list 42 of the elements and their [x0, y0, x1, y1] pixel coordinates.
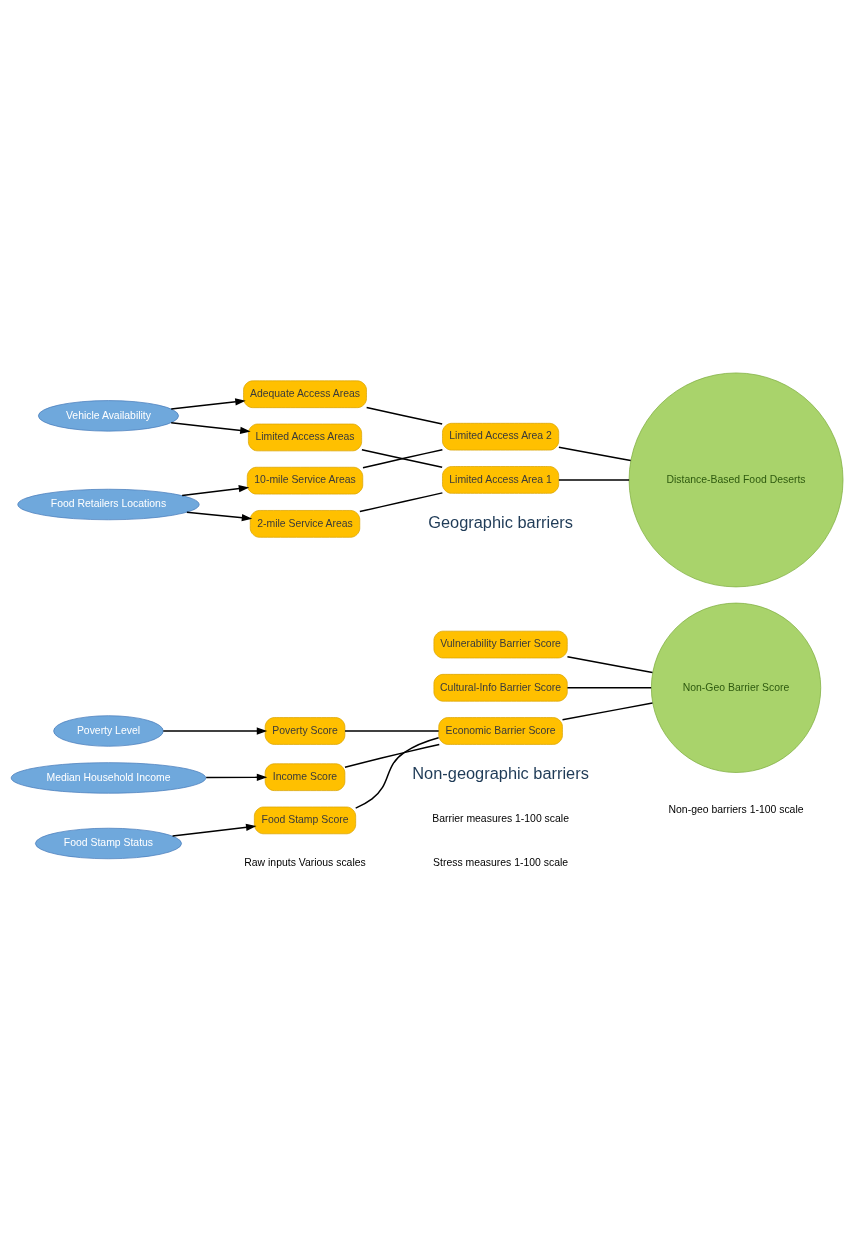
node-box: 2-mile Service Areas: [249, 509, 361, 538]
connector: [344, 729, 440, 732]
node-box: Limited Access Areas: [248, 423, 362, 451]
node-box: Food Stamp Score: [254, 806, 357, 834]
arrow: [170, 397, 246, 410]
node-box: 10-mile Service Areas: [246, 466, 364, 494]
node-ellipse: Food Retailers Locations: [17, 488, 200, 520]
node-box: Economic Barrier Score: [438, 716, 563, 745]
node-box: Adequate Access Areas: [243, 379, 367, 408]
connector: [344, 743, 440, 768]
node-ellipse: Vehicle Availability: [38, 399, 179, 431]
connector: [566, 655, 654, 673]
connector: [354, 736, 440, 809]
node-box: Cultural-Info Barrier Score: [433, 673, 568, 702]
arrow: [186, 510, 253, 521]
label: Non-geographic barriers: [412, 763, 589, 782]
node-circle: Distance-Based Food Deserts: [628, 372, 844, 587]
node-box: Limited Access Area 2: [442, 422, 560, 450]
label: Raw inputs Various scales: [244, 856, 366, 868]
node-box: Vulnerability Barrier Score: [433, 630, 568, 658]
connector: [558, 478, 630, 481]
connector: [561, 701, 654, 720]
connector: [365, 406, 443, 425]
connector: [566, 686, 652, 689]
node-ellipse: Poverty Level: [53, 714, 164, 747]
arrow: [171, 823, 257, 837]
connector: [558, 446, 632, 461]
arrow: [181, 484, 250, 496]
label: Geographic barriers: [428, 512, 573, 531]
node-circle: Non-Geo Barrier Score: [650, 602, 822, 773]
node-box: Poverty Score: [264, 716, 346, 745]
arrow: [205, 773, 268, 781]
arrow: [162, 726, 268, 735]
node-box: Income Score: [264, 762, 346, 791]
node-ellipse: Food Stamp Status: [35, 827, 182, 859]
label: Stress measures 1-100 scale: [433, 856, 569, 868]
node-ellipse: Median Household Income: [10, 761, 207, 794]
arrow: [170, 421, 251, 434]
label: Non-geo barriers 1-100 scale: [668, 803, 804, 815]
connector: [359, 491, 444, 512]
label: Barrier measures 1-100 scale: [432, 812, 569, 824]
node-box: Limited Access Area 1: [442, 465, 560, 494]
